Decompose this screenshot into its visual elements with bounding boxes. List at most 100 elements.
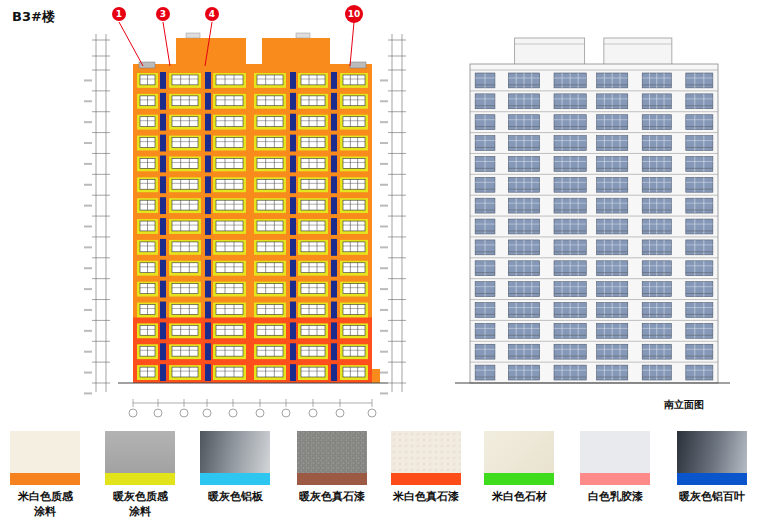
aluminium-louver [331, 72, 337, 89]
mullion [703, 177, 704, 192]
mullion [357, 96, 358, 106]
wall-infill [254, 94, 286, 109]
mullion [703, 73, 704, 88]
wall-infill [213, 240, 246, 255]
wall-infill [169, 323, 201, 338]
window [475, 344, 495, 359]
balustrade [554, 210, 586, 211]
material-sample [677, 431, 747, 473]
transom [216, 225, 243, 226]
mullion [274, 75, 275, 85]
mullion [649, 177, 650, 192]
transom [343, 245, 365, 246]
aluminium-louver [331, 197, 337, 214]
balustrade [686, 147, 713, 148]
wall-infill [298, 156, 328, 171]
mullion [225, 117, 226, 127]
mullion [225, 263, 226, 273]
mullion [531, 365, 532, 380]
dimension-tick [92, 299, 110, 300]
balustrade [508, 272, 539, 273]
mullion [619, 323, 620, 338]
window [475, 115, 495, 130]
wall-infill [169, 365, 201, 380]
mullion [516, 198, 517, 213]
mullion [694, 177, 695, 192]
mullion [309, 367, 310, 377]
window [172, 284, 198, 294]
dimension-tick [92, 383, 110, 384]
wall-infill [213, 136, 246, 151]
legend-swatch [677, 473, 747, 485]
balustrade [508, 314, 539, 315]
wall-infill [254, 73, 286, 88]
wall-infill [340, 282, 368, 297]
window [597, 323, 628, 338]
wall-infill [169, 115, 201, 130]
mullion [656, 136, 657, 151]
mullion [265, 75, 266, 85]
aluminium-louver [160, 155, 166, 172]
dimension-text-mark [84, 205, 92, 207]
aluminium-louver [331, 364, 337, 381]
window [343, 263, 365, 273]
axis-tick [233, 399, 234, 407]
mullion [317, 325, 318, 335]
wall-infill [137, 136, 158, 151]
window [216, 242, 243, 252]
mullion [578, 240, 579, 255]
mullion [656, 282, 657, 297]
aluminium-louver [331, 135, 337, 152]
mullion [531, 282, 532, 297]
mullion [703, 156, 704, 171]
mullion [225, 96, 226, 106]
material-sample [10, 431, 80, 473]
window [508, 94, 539, 109]
mullion [523, 94, 524, 109]
mullion [309, 200, 310, 210]
mullion [578, 136, 579, 151]
window [216, 221, 243, 231]
mullion [570, 261, 571, 276]
mullion [604, 344, 605, 359]
mullion [357, 346, 358, 356]
transom [686, 244, 713, 245]
mullion [265, 221, 266, 231]
transom [216, 350, 243, 351]
mullion [189, 96, 190, 106]
dimension-tick [92, 195, 110, 196]
window [172, 200, 198, 210]
transom [554, 265, 586, 266]
transom [642, 119, 671, 120]
transom [642, 98, 671, 99]
balustrade [642, 189, 671, 190]
aluminium-louver [205, 260, 211, 277]
mullion [531, 303, 532, 318]
aluminium-louver [290, 155, 296, 172]
transom [686, 140, 713, 141]
window [508, 136, 539, 151]
window [257, 284, 283, 294]
transom [508, 307, 539, 308]
mullion [485, 303, 486, 318]
window [140, 75, 155, 85]
window [642, 303, 671, 318]
transom [140, 287, 155, 288]
transom [508, 224, 539, 225]
window [642, 198, 671, 213]
window [475, 156, 495, 171]
dimension-text-mark [380, 163, 388, 165]
mullion [274, 221, 275, 231]
mullion [694, 303, 695, 318]
aluminium-louver [290, 322, 296, 339]
mullion [234, 367, 235, 377]
floor-line [470, 132, 718, 133]
window [140, 96, 155, 106]
wall-infill [213, 177, 246, 192]
transom [257, 162, 283, 163]
mullion [523, 282, 524, 297]
mullion [664, 323, 665, 338]
leader-line [350, 22, 354, 66]
mullion [274, 138, 275, 148]
aluminium-louver [290, 218, 296, 235]
